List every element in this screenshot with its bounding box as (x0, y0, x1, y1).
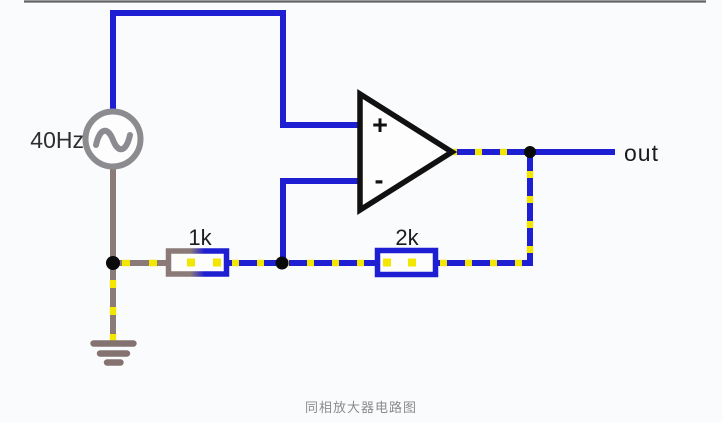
opamp-minus-input-label: - (375, 165, 384, 195)
image-caption: 同相放大器电路图 (304, 400, 417, 415)
resistor-1k-label: 1k (188, 225, 212, 250)
resistor-1k-current-dot (213, 258, 221, 267)
current-dashes-r2-to-output-junction (440, 150, 534, 267)
resistor-1k-body (165, 248, 230, 277)
sine-wave-icon (93, 127, 133, 153)
resistor-2k-current-dot (408, 258, 416, 267)
opamp-plus-input-label: + (372, 110, 388, 140)
junction-dot-source (106, 256, 120, 270)
resistor-2k-current-dot (383, 258, 391, 267)
wire-feedback-to-minus-input (280, 178, 363, 263)
source-frequency-label: 40Hz (30, 127, 84, 153)
opamp-triangle (357, 89, 458, 215)
junction-dot-feedback (275, 256, 289, 270)
wire-r2-to-output-junction (433, 150, 533, 266)
wire-source-to-plus-input (110, 10, 363, 128)
junction-dot-output (524, 146, 536, 158)
output-label: out (624, 140, 659, 166)
resistor-1k-current-dot (187, 258, 195, 267)
resistor-2k-label: 2k (395, 225, 419, 250)
